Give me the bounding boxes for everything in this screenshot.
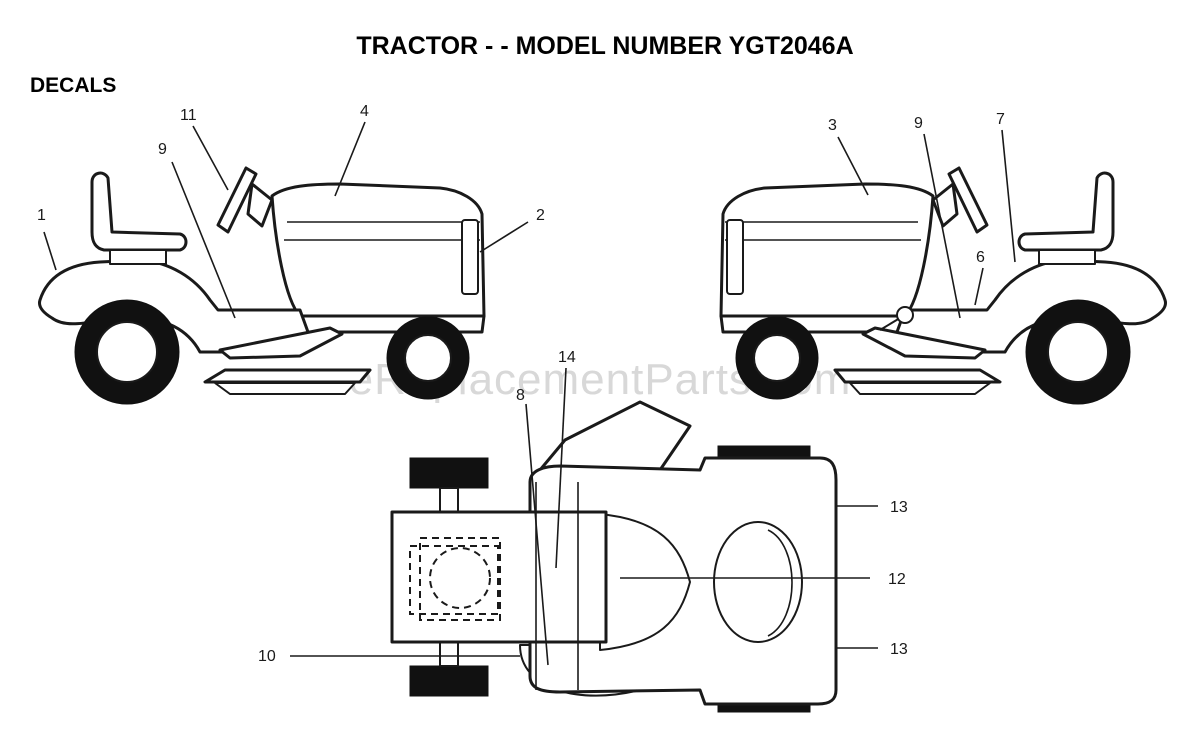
callout-9-left: 9 — [158, 141, 167, 158]
tractor-left-view — [38, 166, 486, 405]
section-heading: DECALS — [30, 74, 116, 97]
callout-14: 14 — [558, 349, 576, 366]
callout-11: 11 — [180, 107, 197, 124]
callout-8: 8 — [516, 387, 525, 404]
callout-10: 10 — [258, 648, 276, 665]
tractor-top-view — [390, 400, 838, 713]
page-title: TRACTOR - - MODEL NUMBER YGT2046A — [356, 32, 853, 60]
callout-6: 6 — [976, 249, 985, 266]
callout-1: 1 — [37, 207, 46, 224]
callout-13-top: 13 — [890, 499, 908, 516]
callout-3: 3 — [828, 117, 837, 134]
callout-13-bottom: 13 — [890, 641, 908, 658]
callout-4: 4 — [360, 103, 369, 120]
callout-2: 2 — [536, 207, 545, 224]
callout-12: 12 — [888, 571, 906, 588]
callout-7: 7 — [996, 111, 1005, 128]
leader-lines — [43, 121, 1016, 666]
callout-9-right: 9 — [914, 115, 923, 132]
tractor-right-view — [719, 166, 1167, 405]
